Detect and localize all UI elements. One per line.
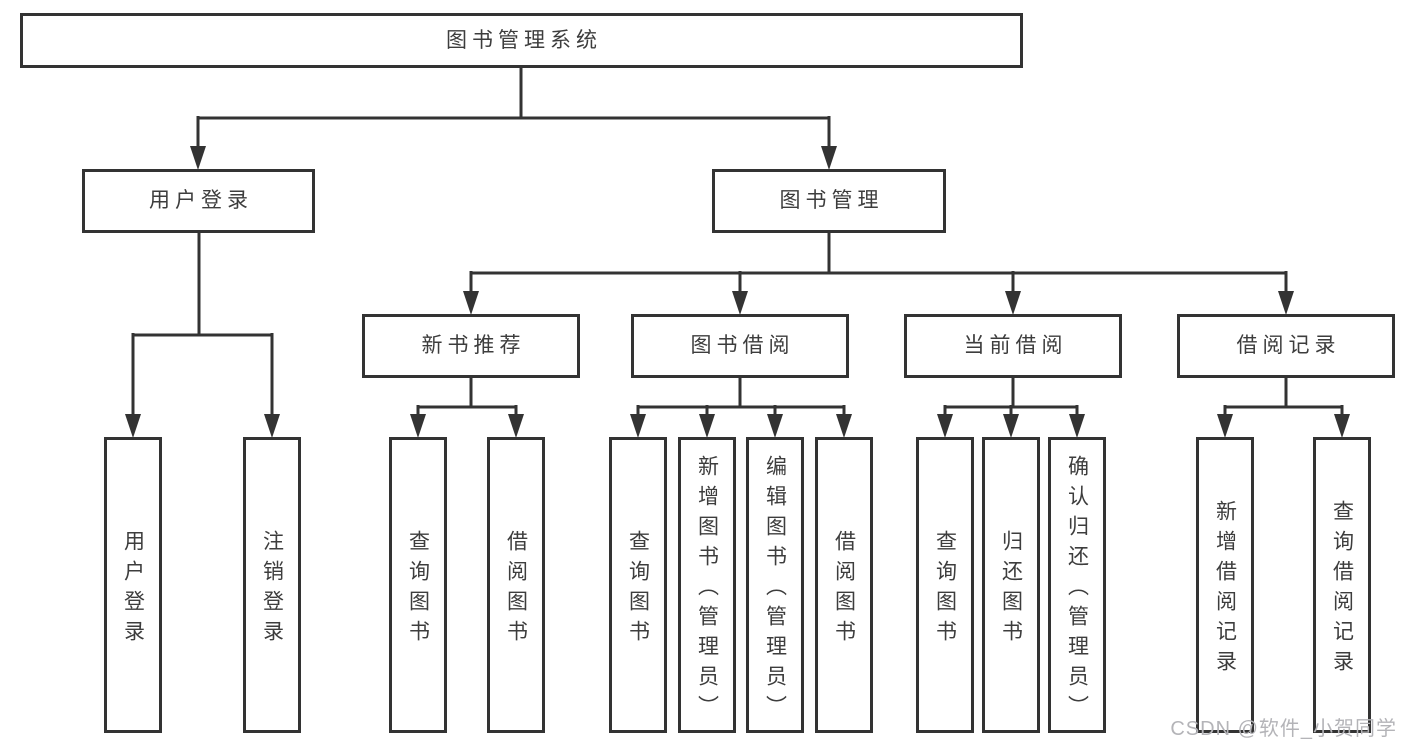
leaf-edit-book-admin-label: 编辑图书（管理员） bbox=[763, 454, 787, 725]
connector-borrow-records-children bbox=[1217, 378, 1350, 438]
leaf-logout: 注销登录 bbox=[243, 437, 301, 733]
leaf-return-book: 归还图书 bbox=[982, 437, 1040, 733]
arrowhead bbox=[410, 414, 426, 438]
node-library-management-system-label: 图书管理系统 bbox=[446, 28, 602, 52]
node-book-borrow: 图书借阅 bbox=[631, 314, 849, 378]
leaf-borrow-books: 借阅图书 bbox=[815, 437, 873, 733]
arrowhead bbox=[463, 291, 479, 315]
arrowhead bbox=[1005, 291, 1021, 315]
node-borrow-records: 借阅记录 bbox=[1177, 314, 1395, 378]
leaf-borrow-books-label: 借阅图书 bbox=[832, 529, 856, 650]
leaf-add-book-admin: 新增图书（管理员） bbox=[678, 437, 736, 733]
arrowhead bbox=[508, 414, 524, 438]
leaf-user-login-label: 用户登录 bbox=[121, 529, 145, 650]
arrowhead bbox=[1069, 414, 1085, 438]
arrowhead bbox=[937, 414, 953, 438]
node-new-book-recommend: 新书推荐 bbox=[362, 314, 580, 378]
leaf-add-borrow-record: 新增借阅记录 bbox=[1196, 437, 1254, 733]
node-library-management-system: 图书管理系统 bbox=[20, 13, 1023, 68]
connector-new-book-recommend-children bbox=[410, 378, 524, 438]
connector-current-borrow-children bbox=[937, 378, 1085, 438]
node-book-borrow-label: 图书借阅 bbox=[690, 334, 795, 358]
leaf-borrow-books-recommend: 借阅图书 bbox=[487, 437, 545, 733]
node-current-borrow-label: 当前借阅 bbox=[963, 334, 1068, 358]
connector-book-borrow-children bbox=[630, 378, 852, 438]
arrowhead bbox=[1003, 414, 1019, 438]
leaf-add-book-admin-label: 新增图书（管理员） bbox=[695, 454, 719, 725]
leaf-add-borrow-record-label: 新增借阅记录 bbox=[1213, 499, 1237, 680]
arrowhead bbox=[125, 414, 141, 438]
arrowhead bbox=[836, 414, 852, 438]
node-user-login: 用户登录 bbox=[82, 169, 315, 233]
csdn-watermark: CSDN @软件_小贺同学 bbox=[1170, 718, 1397, 740]
leaf-return-book-label: 归还图书 bbox=[999, 529, 1023, 650]
leaf-query-books-current-label: 查询图书 bbox=[933, 529, 957, 650]
leaf-query-books-recommend-label: 查询图书 bbox=[406, 529, 430, 650]
arrowhead bbox=[821, 146, 837, 170]
node-borrow-records-label: 借阅记录 bbox=[1236, 334, 1341, 358]
arrowhead bbox=[1334, 414, 1350, 438]
arrowhead bbox=[1217, 414, 1233, 438]
connector-user-login-children bbox=[125, 233, 280, 438]
leaf-confirm-return-admin-label: 确认归还（管理员） bbox=[1065, 454, 1089, 725]
node-book-management-label: 图书管理 bbox=[779, 189, 884, 213]
leaf-query-books-borrow-label: 查询图书 bbox=[626, 529, 650, 650]
connector-root-to-level2 bbox=[190, 68, 837, 170]
leaf-query-borrow-record: 查询借阅记录 bbox=[1313, 437, 1371, 733]
node-current-borrow: 当前借阅 bbox=[904, 314, 1122, 378]
leaf-edit-book-admin: 编辑图书（管理员） bbox=[746, 437, 804, 733]
node-new-book-recommend-label: 新书推荐 bbox=[421, 334, 526, 358]
arrowhead bbox=[732, 291, 748, 315]
leaf-query-borrow-record-label: 查询借阅记录 bbox=[1330, 499, 1354, 680]
arrowhead bbox=[264, 414, 280, 438]
leaf-user-login: 用户登录 bbox=[104, 437, 162, 733]
leaf-query-books-borrow: 查询图书 bbox=[609, 437, 667, 733]
leaf-confirm-return-admin: 确认归还（管理员） bbox=[1048, 437, 1106, 733]
node-book-management: 图书管理 bbox=[712, 169, 946, 233]
arrowhead bbox=[630, 414, 646, 438]
node-user-login-label: 用户登录 bbox=[149, 189, 253, 213]
arrowhead bbox=[190, 146, 206, 170]
arrowhead bbox=[767, 414, 783, 438]
leaf-query-books-recommend: 查询图书 bbox=[389, 437, 447, 733]
leaf-query-books-current: 查询图书 bbox=[916, 437, 974, 733]
leaf-borrow-books-recommend-label: 借阅图书 bbox=[504, 529, 528, 650]
leaf-logout-label: 注销登录 bbox=[260, 529, 284, 650]
arrowhead bbox=[1278, 291, 1294, 315]
arrowhead bbox=[699, 414, 715, 438]
connector-book-management-to-level3 bbox=[463, 233, 1294, 315]
